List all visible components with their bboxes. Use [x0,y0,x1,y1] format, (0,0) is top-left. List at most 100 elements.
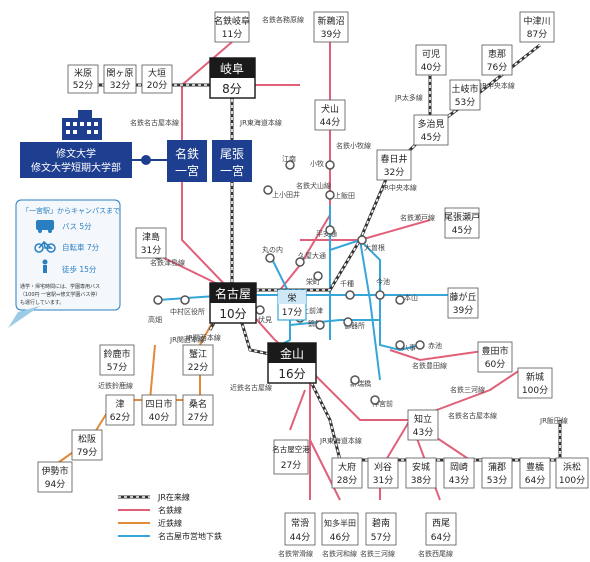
svg-text:46分: 46分 [330,532,350,543]
station-owari-ichinomiya: 尾張 一宮 [212,140,252,182]
label-jr-kansai-side: JR関西本線 [169,335,205,344]
station-toyotashi: 豊田市 60分 [477,341,513,373]
label-seto: 名鉄瀬戸線 [400,213,435,222]
svg-text:名古屋: 名古屋 [215,286,251,301]
label-kintetsu-nagoya: 近鉄名古屋線 [230,383,272,392]
svg-text:94分: 94分 [45,479,65,490]
walk-time: 徒歩 15分 [62,264,97,274]
station-shin-mizuho: 新瑞橋 [350,379,371,388]
station-tokoname: 常滑 44分 [284,512,316,546]
svg-text:関ヶ原: 関ヶ原 [106,68,133,79]
svg-text:藤が丘: 藤が丘 [449,291,476,303]
svg-text:津島: 津島 [142,231,160,243]
svg-text:尾張: 尾張 [220,147,244,161]
svg-text:45分: 45分 [452,225,472,236]
station-gamagori: 蒲郡 53分 [481,457,513,489]
station-kuwana: 桑名 27分 [182,394,214,426]
svg-text:87分: 87分 [527,29,547,40]
label-kowa-line: 名鉄河和線 [322,549,357,558]
svg-text:57分: 57分 [371,532,391,543]
svg-text:刈谷: 刈谷 [374,461,392,473]
label-tsushima-line: 名鉄津島線 [150,258,185,267]
station-konan: 江南 [282,154,296,163]
label-kakamigahara: 名鉄各務原線 [262,15,304,24]
station-tajimi: 多治見 45分 [413,114,449,146]
label-jr-tokaido2: JR東海道本線 [319,436,362,445]
station-kamiotai: 上小田井 [272,190,300,199]
legend-subway: 名古屋市営地下鉄 [158,531,222,541]
station-kasugai: 春日井 32分 [376,149,412,181]
station-tsu: 津 62分 [105,394,135,426]
svg-text:名鉄: 名鉄 [175,146,199,161]
station-meitetsu-gifu: 名鉄岐阜 11分 [214,11,250,43]
svg-text:金山: 金山 [280,346,304,361]
svg-text:一宮: 一宮 [175,163,199,178]
svg-text:鈴鹿市: 鈴鹿市 [103,348,130,360]
svg-text:豊田市: 豊田市 [481,345,508,357]
station-shinshiro: 新城 100分 [517,367,553,399]
svg-text:尾張瀬戸: 尾張瀬戸 [444,211,480,223]
station-sekigahara: 関ヶ原 32分 [103,64,137,94]
label-jr-taita: JR太多線 [394,93,423,102]
walk-icon [42,259,48,273]
svg-text:8分: 8分 [222,82,242,96]
label-mikawa2: 名鉄三河線 [360,549,395,558]
svg-text:桑名: 桑名 [189,398,207,410]
svg-text:10分: 10分 [219,307,246,321]
station-anjo: 安城 38分 [405,457,437,489]
station-iseshi: 伊勢市 94分 [37,461,73,493]
small-station-names: 江南 小牧 上小田井 上飯田 平安通 大曽根 丸の内 久屋大通 栄町 千種 今池… [148,154,442,408]
svg-text:多治見: 多治見 [417,118,444,130]
label-jr-kansai: JR関西本線 [185,333,221,342]
svg-text:知多半田: 知多半田 [324,518,356,528]
svg-text:100分: 100分 [522,385,548,396]
svg-text:64分: 64分 [525,475,545,486]
svg-text:安城: 安城 [412,461,430,473]
station-akaike: 赤池 [428,341,442,350]
svg-text:43分: 43分 [413,427,433,438]
university-name-box: 修文大学 修文大学短期大学部 [20,142,132,178]
svg-text:53分: 53分 [455,97,475,108]
label-tokoname-line: 名鉄常滑線 [278,549,313,558]
svg-text:43分: 43分 [449,475,469,486]
label-jr-tokaido: JR東海道本線 [239,118,282,127]
station-ogaki: 大垣 20分 [141,64,173,94]
station-gokiso: 御器所 [344,321,365,330]
svg-text:20分: 20分 [147,80,167,91]
station-kamimaezu: 上前津 [302,306,323,315]
svg-text:31分: 31分 [373,475,393,486]
svg-text:53分: 53分 [487,475,507,486]
station-yokkaichi: 四日市 40分 [141,394,177,426]
station-nagoya-kuko: 名古屋空港 27分 [272,439,310,475]
legend: JR在来線 名鉄線 近鉄線 名古屋市営地下鉄 [118,492,222,541]
svg-text:17分: 17分 [282,307,302,318]
station-nakamura-kuyakusho: 中村区役所 [170,307,205,316]
station-hamamatsu: 浜松 100分 [555,457,589,489]
station-motoyama: 本山 [404,293,418,302]
station-ena: 恵那 76分 [481,44,513,76]
svg-text:44分: 44分 [320,117,340,128]
svg-text:蒲郡: 蒲郡 [488,461,506,473]
station-nishio: 西尾 64分 [425,512,457,546]
bus-icon [36,220,54,233]
label-jr-chuo2: JR中央本線 [381,183,417,192]
station-maibara: 米原 52分 [67,64,99,94]
svg-text:40分: 40分 [421,62,441,73]
campus-note-2: （100円 一宮駅⇔修文学園バス停） [20,291,100,298]
legend-kintetsu: 近鉄線 [158,518,182,528]
station-tsurumai: 鶴舞 [308,319,322,328]
svg-text:新鵜沼: 新鵜沼 [317,15,344,27]
svg-text:春日井: 春日井 [380,153,407,165]
univ-dot [141,155,151,165]
svg-text:岐阜: 岐阜 [220,62,244,76]
svg-text:岡崎: 岡崎 [450,461,468,473]
svg-text:52分: 52分 [73,80,93,91]
station-nakatsugawa: 中津川 87分 [519,11,555,43]
svg-text:常滑: 常滑 [291,517,309,529]
station-kariya: 刈谷 31分 [367,457,399,489]
svg-text:松阪: 松阪 [78,433,96,445]
station-toyohashi: 豊橋 64分 [519,457,551,489]
svg-text:39分: 39分 [453,305,473,316]
svg-text:大府: 大府 [338,461,356,473]
label-jr-chuo1: JR中央本線 [479,81,515,90]
